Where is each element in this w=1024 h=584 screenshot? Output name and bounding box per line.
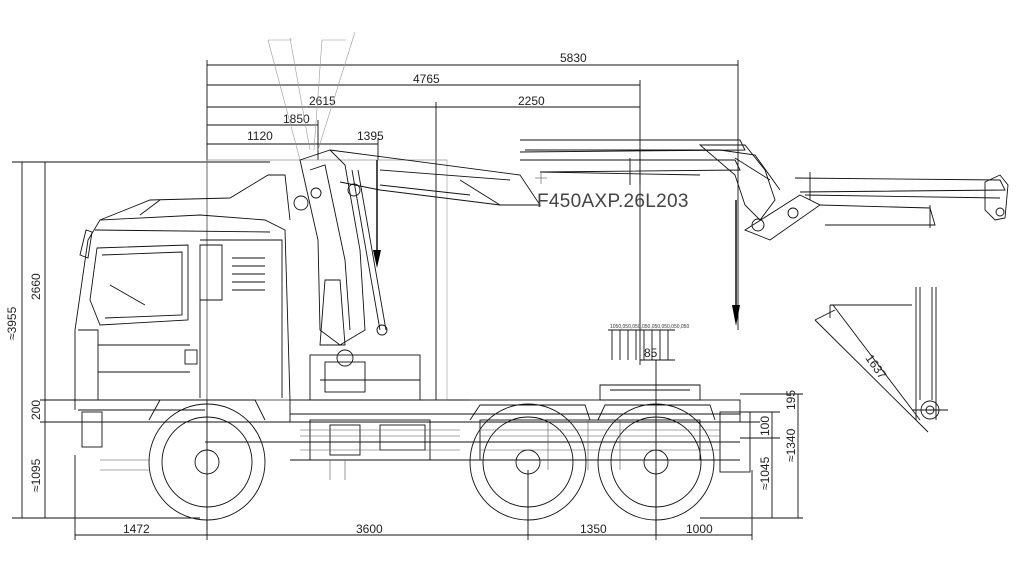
left-dimension-lines [12,161,470,519]
dimension-1850: 1850 [283,112,310,126]
dimension-1350: 1350 [580,522,607,536]
crane-boom [293,139,1009,367]
bottom-dimension-lines [74,455,753,540]
dimension-2250: 2250 [518,94,545,108]
dimension-1000: 1000 [686,522,713,536]
frame-detail-lines [100,420,720,480]
fifth-wheel-reference [608,329,675,535]
dimension-195: 195 [784,390,798,410]
truck-cab [74,174,291,448]
dimension-3955: ≈3955 [5,306,19,340]
dimension-1045: ≈1045 [758,456,772,490]
dimension-85: 85 [644,346,658,360]
model-label: F450AXP.26L203 [537,191,689,212]
dimension-1340: ≈1340 [784,428,798,462]
dimension-2660: 2660 [29,273,43,300]
dimension-1472: 1472 [123,522,150,536]
dimension-200: 200 [29,400,43,420]
dimension-1395: 1395 [357,129,384,143]
dimension-5830: 5830 [560,51,587,65]
load-vector-arrows [373,160,740,326]
chassis-frame [200,354,760,473]
dimension-1095: ≈1095 [29,458,43,492]
tiny-scale-label: 1050,050,050,050,050,050,050,050 [610,324,689,330]
dimension-1120: 1120 [247,129,273,143]
dimension-1637: 1637 [863,352,890,382]
right-dimension-lines [700,393,803,519]
dimension-100: 100 [758,416,772,436]
dimension-4765: 4765 [413,72,440,86]
dimension-3600: 3600 [356,522,383,536]
dimension-2615: 2615 [309,94,336,108]
outrigger-detail-view [814,287,948,433]
